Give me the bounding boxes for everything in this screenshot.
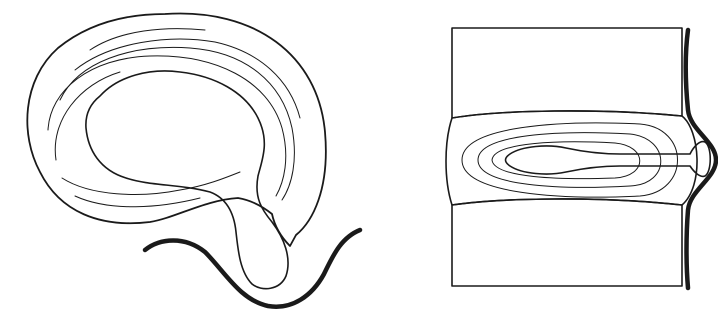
lamella-arc xyxy=(48,56,286,196)
axial-nucleus-pulposus xyxy=(86,71,288,289)
sagittal-disc-lamellae xyxy=(462,123,678,197)
sagittal-disc-view xyxy=(446,28,716,288)
axial-disc-outline xyxy=(27,13,326,246)
axial-disc-view xyxy=(27,13,360,306)
lamella-arc xyxy=(75,196,200,207)
sagittal-nucleus-pulposus xyxy=(506,142,711,177)
axial-spinal-canal-outline xyxy=(145,230,360,307)
upper-vertebral-body xyxy=(452,28,682,118)
sagittal-posterior-boundary xyxy=(686,30,716,288)
lower-vertebral-body xyxy=(452,199,682,286)
lamella-ring xyxy=(462,123,678,197)
lamella-arc xyxy=(60,47,294,200)
lamella-arc xyxy=(75,39,300,118)
